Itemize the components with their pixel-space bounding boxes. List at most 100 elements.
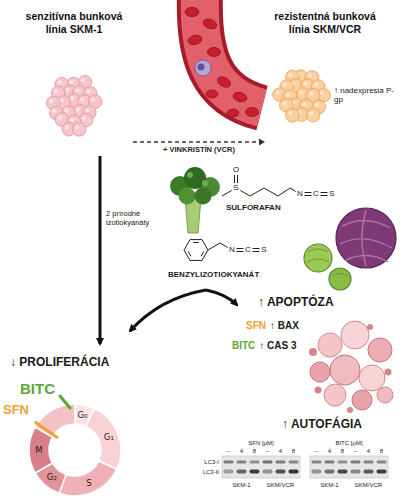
figure-label: S [329, 189, 334, 198]
red-blood-cells [206, 90, 218, 98]
cell-highlight [309, 91, 313, 95]
chemical-bond [278, 188, 290, 196]
chemical-bond [290, 188, 296, 191]
cell-highlight [76, 107, 80, 111]
broccoli [184, 167, 206, 189]
cell-highlight [81, 78, 85, 82]
apoptotic-cells [368, 338, 392, 362]
red-blood-cells [232, 91, 248, 103]
cell [306, 108, 320, 122]
chemical-bond [184, 250, 190, 260]
broccoli [170, 167, 220, 233]
blot-band [289, 461, 299, 464]
blot-band [377, 470, 387, 474]
western-blot [310, 456, 388, 478]
figure-label: ↓ PROLIFERÁCIA [10, 356, 109, 370]
cycle-phase [59, 461, 116, 496]
cell-cycle-ring: G₀G₁SG₂M [29, 404, 121, 496]
brussels-sprouts [304, 244, 332, 272]
chemical-bond [190, 239, 202, 240]
cell-highlight [283, 83, 287, 87]
figure-label: ↑ nadexpresia P-gp [334, 86, 398, 104]
blot-band [351, 470, 361, 474]
figure-label: S [261, 245, 266, 254]
apoptotic-cells [318, 333, 342, 357]
figure-label: – [354, 448, 357, 455]
chemical-bond [321, 195, 328, 196]
figure-label: N [297, 189, 303, 198]
cell-highlight [288, 73, 292, 77]
figure-label: LC3-I [204, 459, 219, 466]
figure-label: SFN [3, 403, 29, 418]
apoptotic-cells [309, 348, 317, 356]
apoptotic-cells [377, 387, 393, 403]
figure-label: BENZYLIZOTIOKYANÁT [168, 270, 259, 279]
red-cabbage [340, 210, 392, 266]
cell-cycle-donut [29, 404, 121, 496]
chemical-bond [190, 260, 202, 261]
apoptotic-cells [324, 384, 346, 406]
cell-highlight [58, 80, 62, 84]
cell-highlight [70, 97, 74, 101]
figure-label: 8 [341, 448, 344, 455]
cell-highlight [286, 93, 290, 97]
figure-label: – [315, 448, 318, 455]
figure-label: O [233, 165, 239, 174]
cell-highlight [276, 91, 280, 95]
flow-arrow [100, 156, 237, 344]
blot-band [312, 470, 322, 474]
chemical-bond [184, 240, 190, 250]
cell-highlight [75, 88, 79, 92]
chemical-bond [253, 248, 260, 249]
phase-label: G₁ [104, 433, 114, 442]
figure-label: BITC [20, 380, 55, 397]
chemical-bond [193, 242, 199, 243]
broccoli [179, 188, 196, 205]
white-blood-cell [198, 64, 205, 71]
blood-vessel [200, 0, 262, 108]
figure-label: LC3-II [203, 469, 219, 476]
blot-band [338, 461, 348, 464]
cell-highlight [49, 99, 53, 103]
chemical-bond [234, 175, 235, 183]
cell-highlight [58, 116, 62, 120]
figure-label: SKM/VCR [355, 482, 382, 489]
blot-band [224, 461, 234, 464]
chemical-bond [220, 243, 228, 247]
arrow-head [259, 139, 265, 146]
cell-highlight [86, 90, 90, 94]
figure-label: 8 [292, 448, 295, 455]
broccoli [202, 180, 208, 186]
cell-highlight [314, 83, 318, 87]
blot-band [325, 461, 335, 464]
cycle-phase [86, 408, 121, 469]
red-cabbage [336, 208, 396, 268]
brussels-sprouts [307, 249, 329, 262]
cell-highlight [69, 80, 73, 84]
figure-label: ↑ AUTOFÁGIA [282, 418, 362, 432]
white-blood-cell [195, 60, 211, 76]
broccoli [187, 172, 193, 178]
figure-label: BITC [232, 340, 255, 352]
chemical-bond [240, 190, 250, 196]
cell-highlight [91, 98, 95, 102]
blot-band [364, 470, 374, 474]
figure-label: SKM-1 [320, 482, 338, 489]
phase-label: G₂ [47, 473, 57, 482]
blot-band [250, 470, 260, 474]
cell-line-heading: senzitívna bunková línia SKM-1 [15, 10, 133, 35]
cell-highlight [65, 125, 69, 129]
figure-label: BITC [μM] [335, 440, 362, 447]
brussels-sprouts [329, 268, 351, 290]
figure-label: ↑ APOPTÓZA [258, 296, 334, 310]
flow-arrow [99, 156, 102, 344]
blot-band [325, 470, 335, 474]
red-blood-cells [202, 17, 218, 30]
red-cabbage [336, 208, 396, 268]
figure-label: 4 [240, 448, 243, 455]
cell-highlight [302, 102, 306, 106]
cell-highlight [54, 89, 58, 93]
apoptotic-cells [309, 321, 393, 413]
apoptotic-cells [315, 387, 322, 394]
figure-label: 4 [328, 448, 331, 455]
